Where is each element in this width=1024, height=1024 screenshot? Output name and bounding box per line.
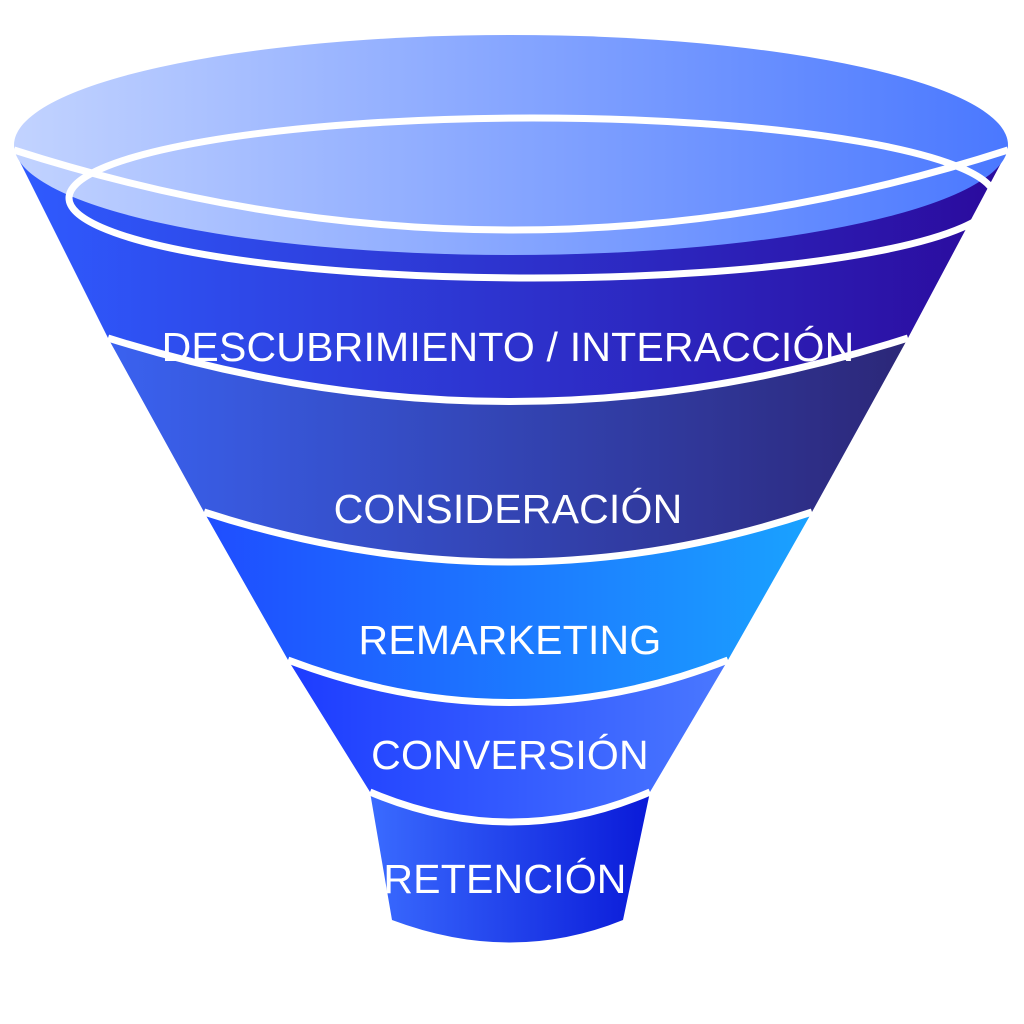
- funnel-stage-2-band: [108, 338, 908, 562]
- funnel-stage-1-label: DESCUBRIMIENTO / INTERACCIÓN: [162, 324, 855, 370]
- funnel-separator-4: [286, 656, 730, 706]
- funnel-stage-5-band: [370, 792, 650, 943]
- funnel-stage-3-band: [204, 512, 812, 703]
- funnel-stage-3-label: REMARKETING: [359, 617, 662, 663]
- funnel-stage-4-band: [288, 660, 728, 822]
- funnel-separator-1: [12, 146, 1010, 234]
- funnel-separator-5: [368, 788, 652, 826]
- funnel-rim-inner-edge: [65, 114, 999, 282]
- funnel-stage-2-label: CONSIDERACIÓN: [334, 486, 683, 532]
- funnel-separator-3: [202, 508, 814, 566]
- funnel-rim: [14, 35, 1008, 255]
- funnel-separator-2: [106, 334, 910, 405]
- funnel-stage-5-label: RETENCIÓN: [383, 856, 626, 902]
- funnel-stage-4-label: CONVERSIÓN: [371, 732, 649, 778]
